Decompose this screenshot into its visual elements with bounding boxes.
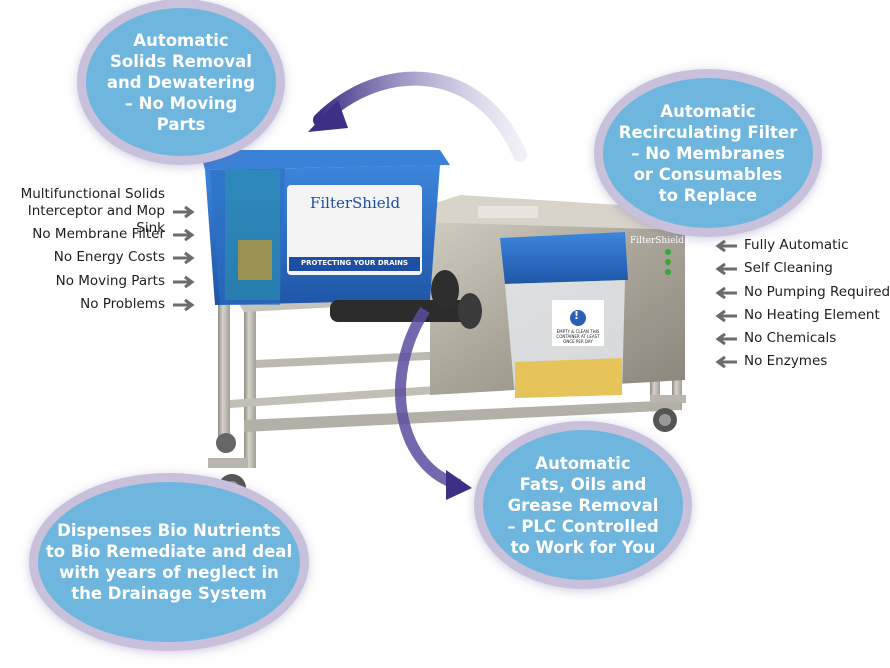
arrow-right-icon xyxy=(173,205,195,219)
grease-container xyxy=(500,232,628,398)
right-feature-label: Fully Automatic xyxy=(744,237,849,253)
right-feature-label: Self Cleaning xyxy=(744,260,833,276)
bubble-solids-removal: Automatic Solids Removal and Dewatering … xyxy=(86,8,276,156)
notice-mark: ! xyxy=(574,309,580,322)
arrow-left-icon xyxy=(715,355,737,369)
bubble-grease-removal: Automatic Fats, Oils and Grease Removal … xyxy=(483,430,683,580)
right-feature-label: No Chemicals xyxy=(744,330,837,346)
container-brand: FilterShield xyxy=(630,236,685,246)
connecting-pipes xyxy=(330,270,482,329)
blue-solids-tank xyxy=(200,150,450,305)
tank-banner: PROTECTING YOUR DRAINS xyxy=(301,259,408,267)
bubble-bio-text: Dispenses Bio Nutrients to Bio Remediate… xyxy=(45,521,293,603)
arrow-right-icon xyxy=(173,275,195,289)
bubble-grease-text: Automatic Fats, Oils and Grease Removal … xyxy=(507,453,659,557)
arrow-right-icon xyxy=(173,228,195,242)
arrow-left-icon xyxy=(715,262,737,276)
bubble-filter-text: Automatic Recirculating Filter – No Memb… xyxy=(618,101,798,205)
container-notice: EMPTY & CLEAN THIS CONTAINER AT LEAST ON… xyxy=(556,329,600,344)
left-feature-label: Multifunctional Solids Interceptor and M… xyxy=(20,186,165,236)
tank-brand: FilterShield xyxy=(309,194,401,212)
right-feature-label: No Enzymes xyxy=(744,353,828,369)
left-feature-label: No Energy Costs xyxy=(53,249,165,265)
bubble-solids-text: Automatic Solids Removal and Dewatering … xyxy=(106,30,256,134)
arrow-right-icon xyxy=(173,298,195,312)
arrow-left-icon xyxy=(715,239,737,253)
process-arrows xyxy=(308,71,527,500)
left-feature-label: No Problems xyxy=(80,296,165,312)
bubble-recirculating-filter: Automatic Recirculating Filter – No Memb… xyxy=(603,78,813,228)
left-feature-label: No Membrane Filter xyxy=(32,226,165,242)
right-feature-label: No Pumping Required xyxy=(744,284,890,300)
right-feature-label: No Heating Element xyxy=(744,307,880,323)
bubble-bio-nutrients: Dispenses Bio Nutrients to Bio Remediate… xyxy=(38,482,300,642)
left-feature-label: No Moving Parts xyxy=(55,273,165,289)
arrow-right-icon xyxy=(173,251,195,265)
arrow-left-icon xyxy=(715,309,737,323)
arrow-left-icon xyxy=(715,332,737,346)
arrow-left-icon xyxy=(715,286,737,300)
